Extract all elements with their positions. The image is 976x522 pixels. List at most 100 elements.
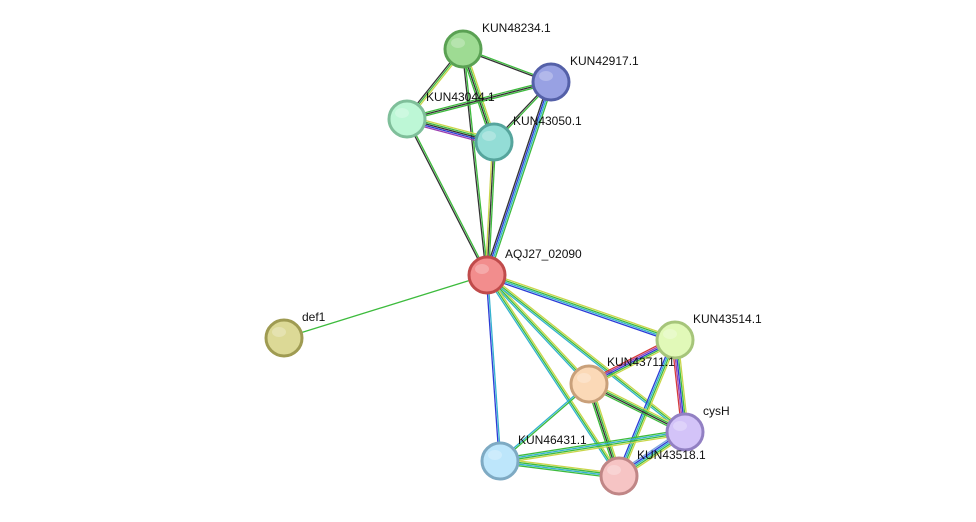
edge-strand-black <box>484 81 550 275</box>
edge-kun43044-1-aqj27-02090[interactable] <box>405 118 489 276</box>
edge-strand-cyan <box>487 274 502 461</box>
edge-strand-yellow <box>500 457 620 475</box>
edge-strand-green <box>283 274 488 339</box>
edge-kun48234-1-aqj27-02090[interactable] <box>461 48 489 276</box>
edge-strand-cyan <box>499 461 619 478</box>
node-circle[interactable] <box>569 364 609 404</box>
edge-strand-cyan <box>617 339 675 476</box>
node-highlight <box>475 264 489 274</box>
node-circle[interactable] <box>264 318 304 358</box>
node-highlight <box>577 373 591 383</box>
node-highlight <box>673 421 687 431</box>
node-circle[interactable] <box>467 255 507 295</box>
node-highlight <box>663 329 677 339</box>
node-kun43711-1[interactable]: KUN43711.1 <box>569 355 675 404</box>
edge-strand-cyan <box>485 275 589 386</box>
edge-strand-blue <box>616 338 674 476</box>
edge-strand-green <box>487 142 497 276</box>
edge-strand-green <box>486 274 620 477</box>
edge-strand-green <box>619 340 677 477</box>
node-circle[interactable] <box>443 29 483 69</box>
edge-strand-cyan <box>499 430 685 461</box>
node-cysh[interactable]: cysH <box>665 404 730 452</box>
edge-strand-green <box>463 48 489 275</box>
edge-strand-green <box>499 462 619 480</box>
edge-kun42917-1-aqj27-02090[interactable] <box>484 81 554 276</box>
edge-aqj27-02090-kun43514-1[interactable] <box>486 272 676 343</box>
node-circle[interactable] <box>599 456 639 496</box>
edge-strand-yellow <box>487 273 621 476</box>
node-highlight <box>488 450 502 460</box>
node-label: KUN43050.1 <box>513 114 582 128</box>
edge-strand-green <box>499 428 685 460</box>
node-kun43050-1[interactable]: KUN43050.1 <box>474 114 582 162</box>
node-circle[interactable] <box>665 412 705 452</box>
node-label: def1 <box>302 310 326 324</box>
edge-aqj27-02090-def1[interactable] <box>283 274 488 339</box>
node-circle[interactable] <box>655 320 695 360</box>
edge-aqj27-02090-cysh[interactable] <box>485 273 687 434</box>
edge-kun46431-1-kun43518-1[interactable] <box>499 457 620 480</box>
edge-kun43711-1-kun46431-1[interactable] <box>499 382 590 463</box>
edge-strand-green <box>500 432 686 463</box>
edge-strand-cyan <box>487 82 553 276</box>
node-highlight <box>482 131 496 141</box>
edge-kun42917-1-kun43044-1[interactable] <box>406 79 552 122</box>
node-kun43518-1[interactable]: KUN43518.1 <box>599 448 706 496</box>
edge-strand-yellow <box>487 273 687 432</box>
node-kun42917-1[interactable]: KUN42917.1 <box>531 54 639 102</box>
edge-strand-cyan <box>486 275 675 342</box>
edge-strand-yellow <box>487 272 676 339</box>
node-def1[interactable]: def1 <box>264 310 326 358</box>
edge-strand-green <box>487 273 676 340</box>
edge-aqj27-02090-kun46431-1[interactable] <box>485 274 502 462</box>
node-label: KUN43518.1 <box>637 448 706 462</box>
edge-strand-black <box>405 119 487 276</box>
node-circle[interactable] <box>387 99 427 139</box>
edge-strand-blue <box>486 276 675 343</box>
node-aqj27-02090[interactable]: AQJ27_02090 <box>467 247 582 295</box>
edge-kun43514-1-kun43518-1[interactable] <box>616 338 678 478</box>
nodes-layer: KUN48234.1KUN42917.1KUN43044.1KUN43050.1… <box>264 21 762 496</box>
node-circle[interactable] <box>474 122 514 162</box>
edge-strand-blue <box>485 275 500 462</box>
node-kun46431-1[interactable]: KUN46431.1 <box>480 433 587 481</box>
node-label: KUN43711.1 <box>607 355 675 369</box>
node-kun43514-1[interactable]: KUN43514.1 <box>655 312 762 360</box>
edge-strand-yellow <box>500 433 686 465</box>
node-highlight <box>272 327 286 337</box>
node-label: KUN46431.1 <box>518 433 587 447</box>
node-circle[interactable] <box>480 441 520 481</box>
edge-strand-green <box>488 82 554 276</box>
node-kun43044-1[interactable]: KUN43044.1 <box>387 90 495 139</box>
node-label: KUN48234.1 <box>482 21 551 35</box>
node-label: AQJ27_02090 <box>505 247 582 261</box>
node-label: KUN43044.1 <box>426 90 495 104</box>
edge-strand-blue <box>485 81 551 275</box>
node-highlight <box>395 108 409 118</box>
node-label: KUN42917.1 <box>570 54 639 68</box>
node-highlight <box>539 71 553 81</box>
edge-strand-black <box>406 81 552 120</box>
node-circle[interactable] <box>531 62 571 102</box>
node-label: cysH <box>703 404 730 418</box>
edge-strand-black <box>486 141 495 276</box>
edge-strand-green <box>486 274 686 433</box>
edge-strand-yellow <box>620 340 678 478</box>
edge-strand-green <box>407 118 489 275</box>
edge-cysh-kun46431-1[interactable] <box>499 428 686 465</box>
edge-strand-cyan <box>485 275 685 434</box>
edge-strand-green <box>500 384 590 463</box>
edge-strand-cyan <box>499 382 589 461</box>
edge-kun43050-1-aqj27-02090[interactable] <box>484 141 497 276</box>
edge-strand-black <box>461 49 487 276</box>
edge-strand-green <box>406 79 551 119</box>
node-highlight <box>451 38 465 48</box>
edge-strand-green <box>500 459 620 476</box>
edge-strand-green <box>486 274 590 385</box>
node-kun48234-1[interactable]: KUN48234.1 <box>443 21 551 69</box>
edge-strand-green <box>407 82 552 122</box>
node-label: KUN43514.1 <box>693 312 762 326</box>
